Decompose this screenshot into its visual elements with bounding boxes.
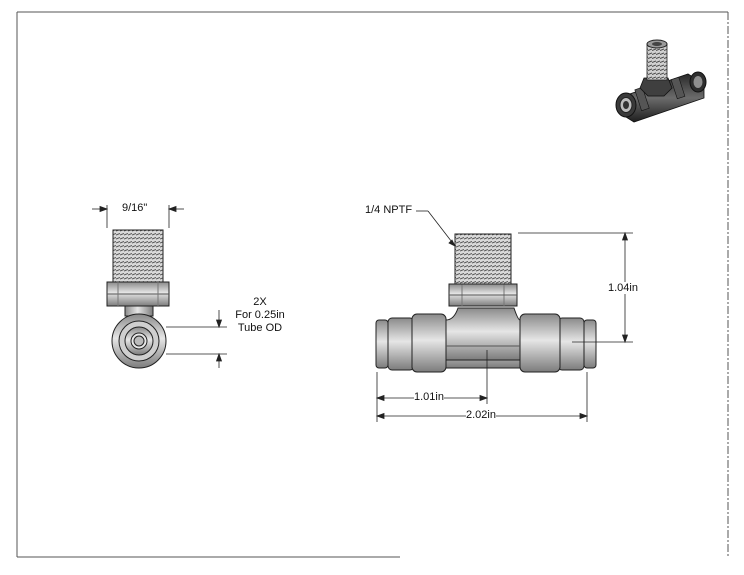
thread-spec-label: 1/4 NPTF [365,204,413,216]
isometric-preview [615,39,707,123]
width-dimension-label: 9/16" [122,202,148,214]
length-dimension-label: 2.02in [466,409,496,421]
note-line-3: Tube OD [237,322,283,334]
sheet-border [16,11,729,558]
front-view [375,233,597,373]
tube-od-note: 2X For 0.25in Tube OD [225,296,295,335]
thread-leader [416,210,456,247]
dim-9-16 [92,205,184,228]
height-dimension-label: 1.04in [608,282,638,294]
dim-tube-od [166,310,227,368]
half-length-dimension-label: 1.01in [414,391,444,403]
note-line-1: 2X [253,296,267,308]
note-line-2: For 0.25in [235,309,285,321]
side-view [106,229,170,369]
